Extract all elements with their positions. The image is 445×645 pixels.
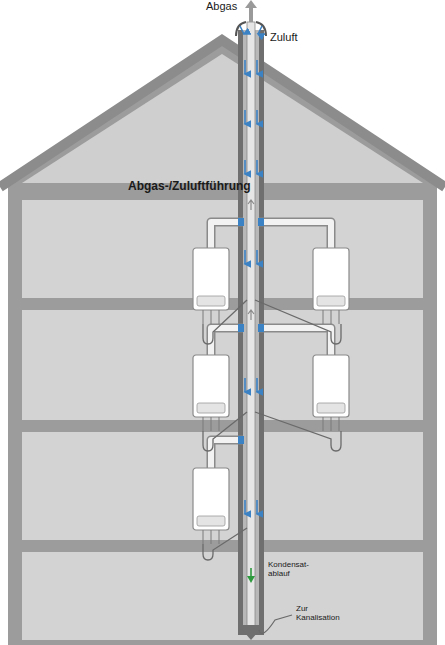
label-sewer: Zur Kanalisation: [296, 604, 346, 622]
label-duct: Abgas-/Zuluftführung: [128, 180, 251, 194]
label-zuluft: Zuluft: [270, 31, 298, 44]
label-abgas: Abgas: [206, 0, 237, 13]
label-condensate: Kondensat- ablauf: [268, 560, 312, 578]
